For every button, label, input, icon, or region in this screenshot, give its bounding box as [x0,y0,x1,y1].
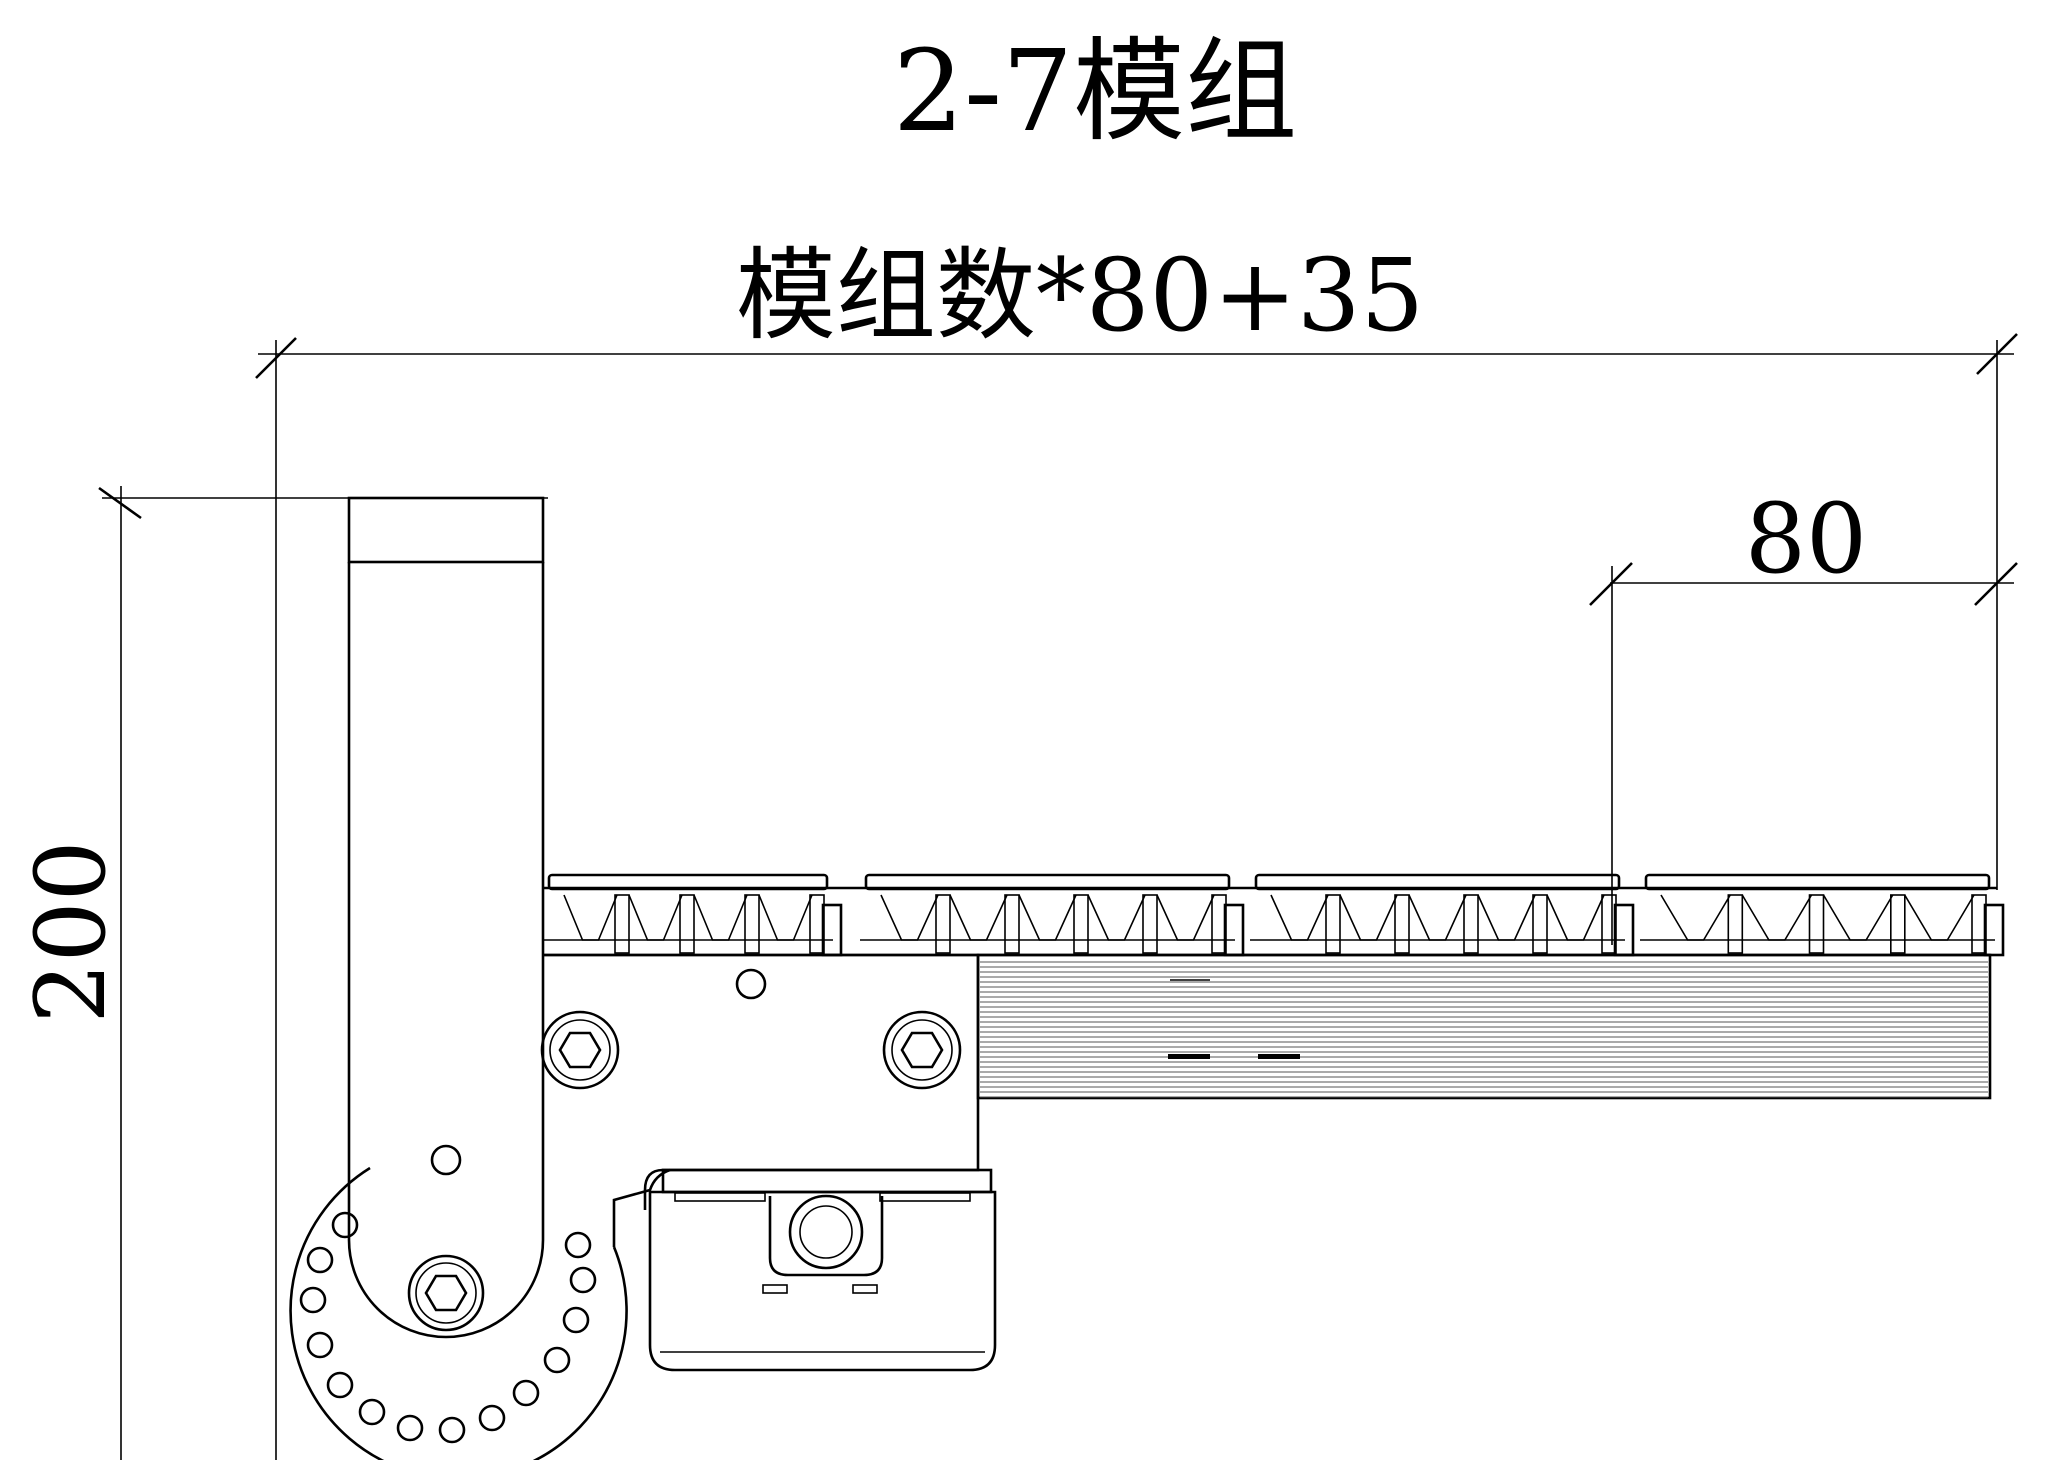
module-rib [679,894,695,954]
wheel-hole [562,1306,590,1334]
module-tooth [1087,894,1146,941]
module-tooth [758,894,813,941]
module-tooth [1477,894,1536,941]
module-tooth [1018,894,1077,941]
module-rib [1463,894,1479,954]
module-rib [614,894,630,954]
chain-modules [543,873,2005,957]
wheel-hole [438,1416,466,1444]
module-rib [1808,894,1825,954]
module-tooth [1822,894,1894,941]
wheel-hole [396,1414,424,1442]
wheel-hole [358,1398,386,1426]
drawing-title: 2-7模组 [893,27,1297,157]
module-top-pad [1644,873,1991,891]
hex-socket-screw-icon [407,1254,485,1332]
wheel-hole [326,1371,354,1399]
module-rib [1073,894,1089,954]
module-rib [1890,894,1906,954]
module-tooth [1546,894,1605,941]
profile-slot-marks [1168,979,1300,1059]
module-tooth [693,894,748,941]
height-label: 200 [15,840,127,1023]
module-top-pad [547,873,829,891]
hex-socket-screw-icon [882,1010,962,1090]
wheel-hole [306,1331,334,1359]
module-pitch-dimension: 80 [1589,483,2018,945]
chain-module [543,873,843,957]
module-tooth [1156,894,1215,941]
overall-width-label: 模组数*80+35 [736,237,1424,354]
wheel-hole [543,1346,571,1374]
wheel-hole [478,1404,506,1432]
wheel-holes [299,1211,597,1444]
module-pitch-label: 80 [1745,483,1867,595]
drive-wheel [289,1166,671,1460]
module-rib [1004,894,1020,954]
module-tooth [880,894,939,941]
module-rib [1727,894,1744,954]
hex-socket-screw-icon [540,1010,620,1090]
chain-module [860,873,1245,957]
module-tooth [1904,894,1975,941]
wheel-hole [299,1286,327,1314]
module-tooth [1408,894,1467,941]
module-top-pad [1254,873,1621,891]
module-joint [1223,903,1245,957]
chain-module [1250,873,1635,957]
module-rib [1142,894,1158,954]
module-rib [1394,894,1410,954]
end-bracket [347,496,545,1339]
module-tooth [1660,894,1731,941]
module-top-pad [864,873,1231,891]
drive-box [643,1168,997,1372]
module-tooth [1339,894,1398,941]
wheel-hole [331,1211,359,1239]
wheel-hole [306,1246,334,1274]
overall-width-dimension: 模组数*80+35 [255,237,2018,1460]
profile-hatching [980,961,1988,1098]
chain-module [1640,873,2005,957]
wheel-hole [512,1379,540,1407]
side-plate [543,953,980,1191]
module-rib [1532,894,1548,954]
module-joint [1613,903,1635,957]
module-rib [935,894,951,954]
wheel-hole [569,1266,597,1294]
module-tooth [1741,894,1813,941]
module-tooth [949,894,1008,941]
module-rib [744,894,760,954]
wheel-hole [564,1231,592,1259]
module-tooth [1270,894,1329,941]
module-joint [1983,903,2005,957]
module-tooth [563,894,618,941]
module-rib [1325,894,1341,954]
module-joint [821,903,843,957]
module-tooth [628,894,683,941]
